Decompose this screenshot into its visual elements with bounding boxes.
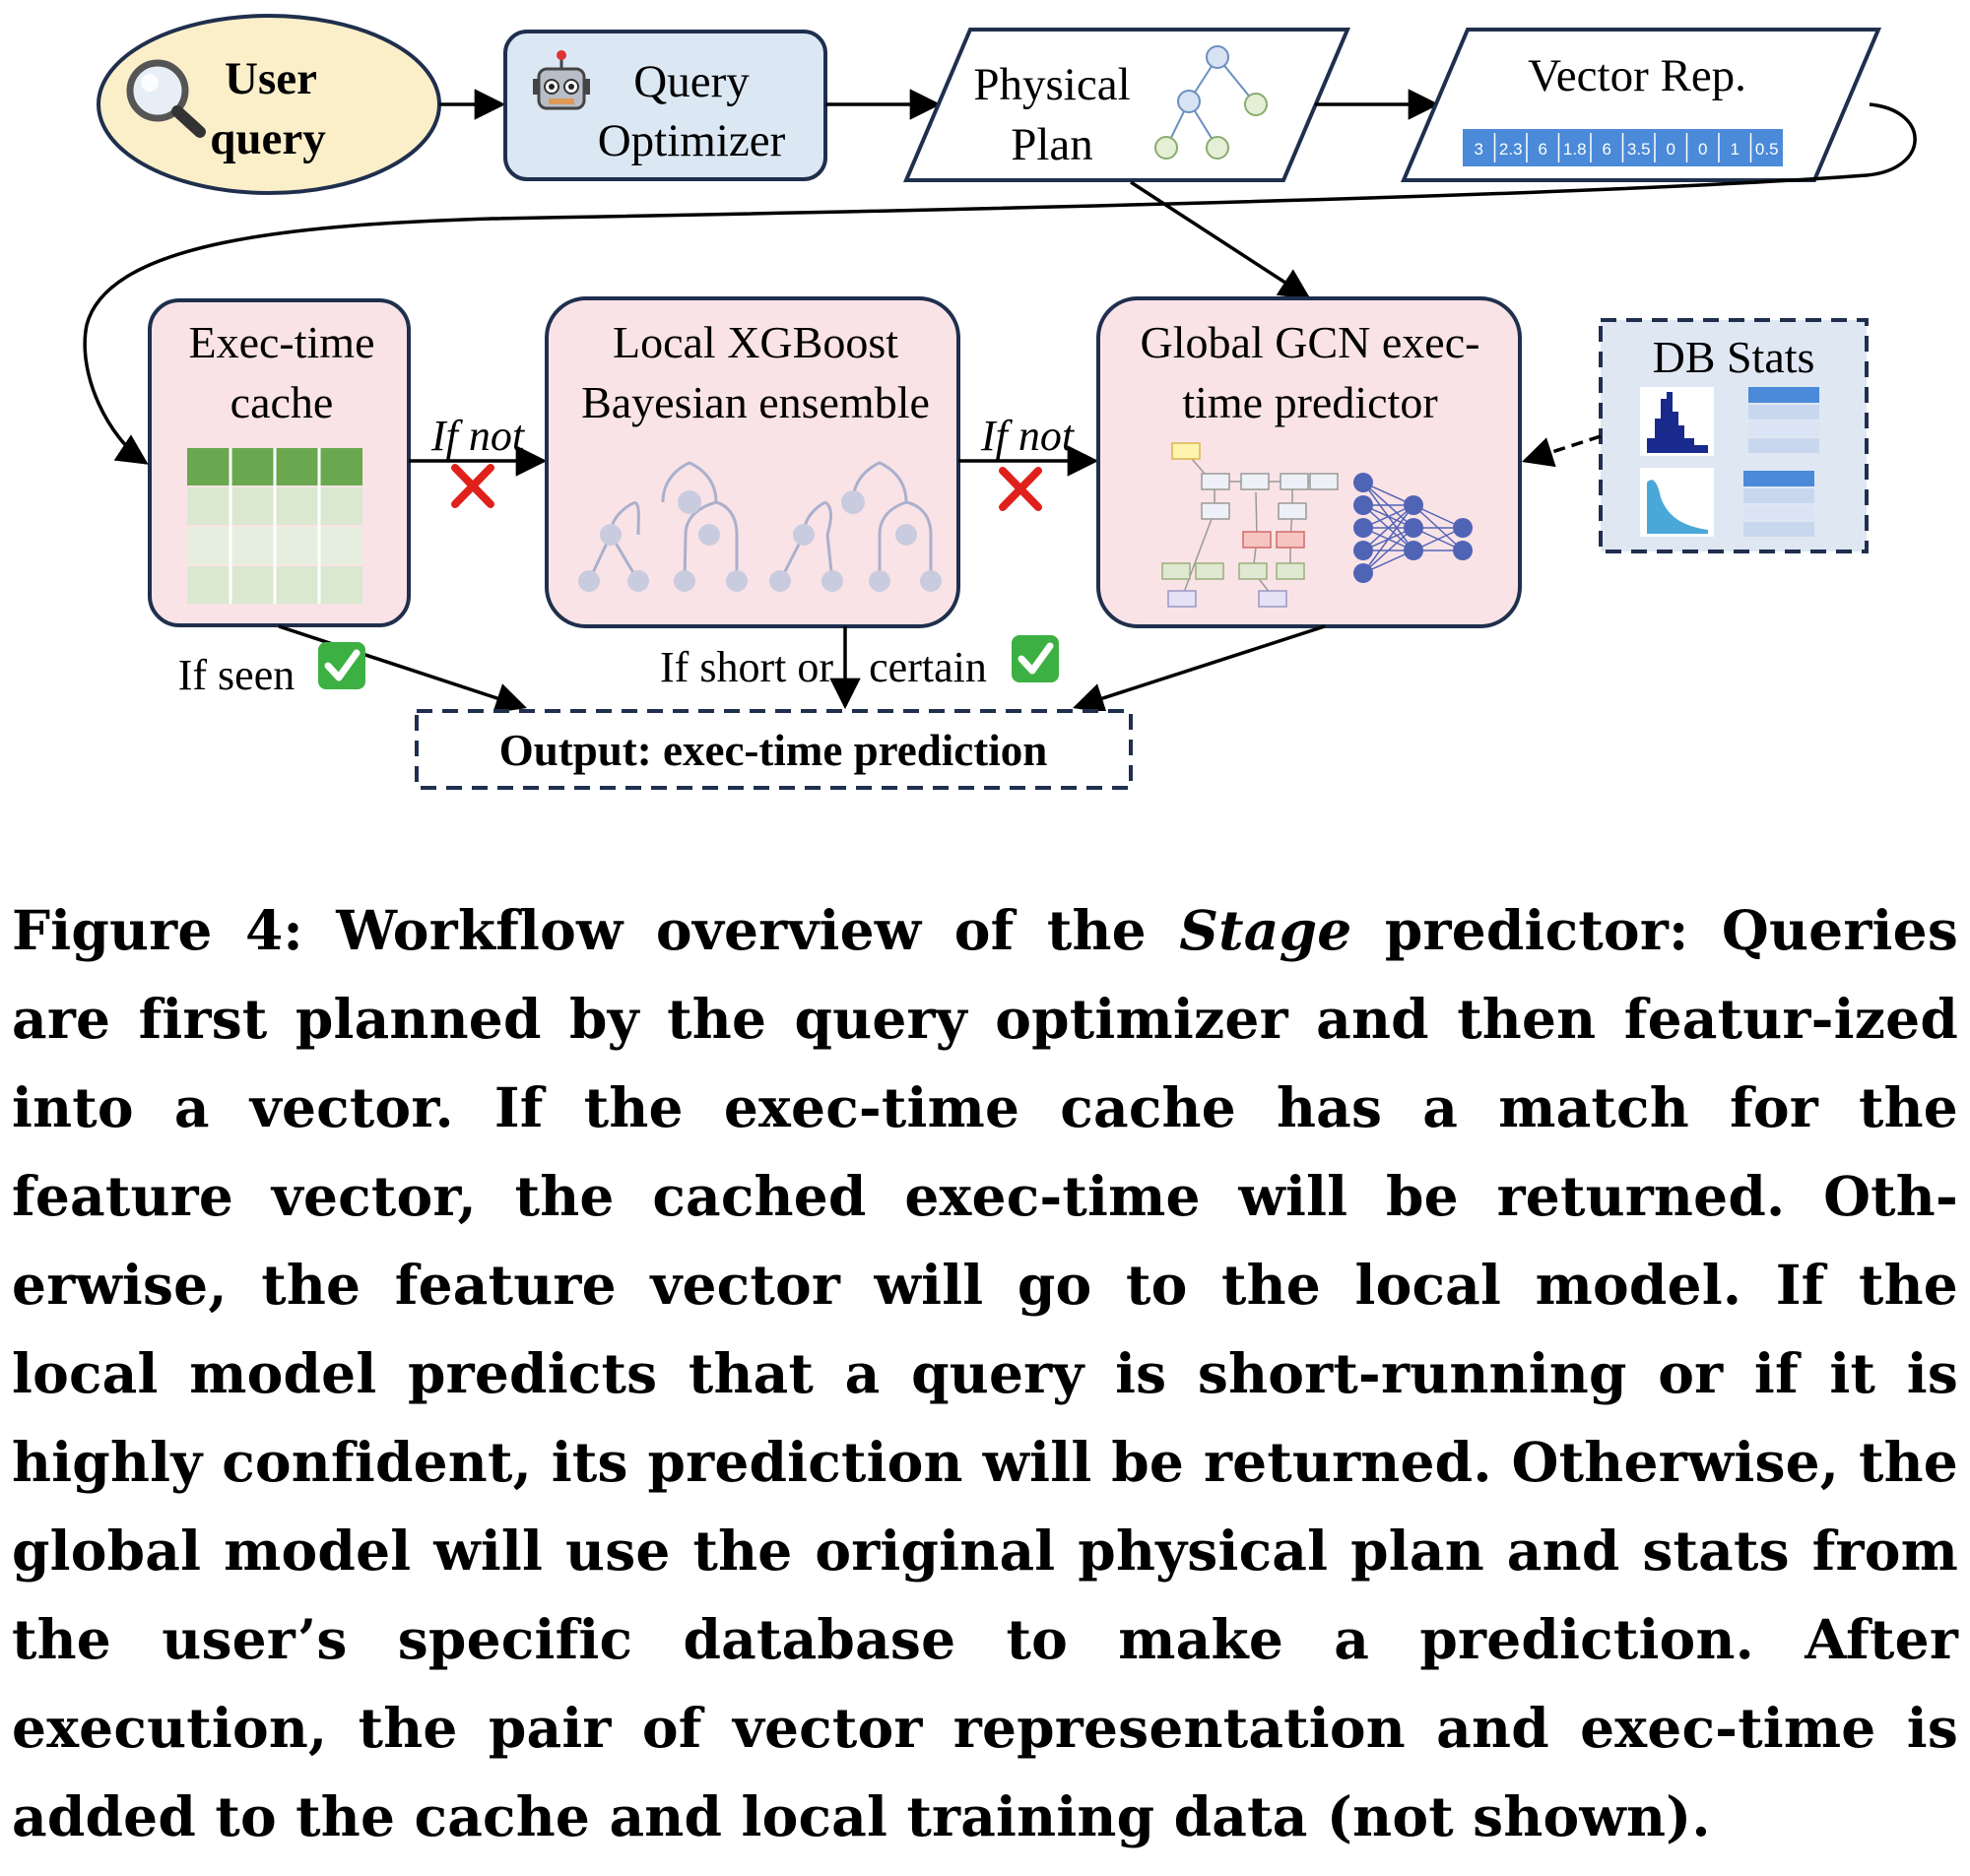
workflow-diagram: User query Query Optimizer Physical Plan <box>83 14 1917 790</box>
vector-cell-value: 1.8 <box>1563 140 1587 159</box>
cross-icon-1 <box>451 464 494 508</box>
nn-edge <box>1362 527 1414 574</box>
robot-icon <box>533 50 590 110</box>
certain-label: certain <box>869 643 987 691</box>
local-label-1: Local XGBoost <box>613 317 898 367</box>
if-short-label: If short or <box>660 643 833 691</box>
figure-caption: Figure 4: Workflow overview of the Stage… <box>12 886 1958 1861</box>
vector-cell-value: 3.5 <box>1627 140 1651 159</box>
vector-cell-value: 3 <box>1475 140 1483 159</box>
caption-body: predictor: Queries are first planned by … <box>12 898 1959 1848</box>
nn-edge <box>1362 504 1414 551</box>
cross-icon-2 <box>999 467 1042 511</box>
arrow-cache-to-output <box>278 624 527 714</box>
if-not-label-2: If not <box>980 412 1076 460</box>
query-optimizer-node: Query Optimizer <box>503 30 827 181</box>
arrow-vector-to-cache <box>83 102 1917 465</box>
stats-table-icon <box>1743 387 1819 537</box>
plan-label-2: Plan <box>1011 119 1093 170</box>
output-node: Output: exec-time prediction <box>415 709 1133 790</box>
db-stats-title: DB Stats <box>1653 332 1815 382</box>
user-query-label-2: query <box>210 113 326 164</box>
histogram-icon <box>1640 387 1714 537</box>
check-icon-2 <box>1012 635 1059 682</box>
vector-cell-value: 0.5 <box>1755 140 1779 159</box>
optimizer-label-2: Optimizer <box>598 115 786 166</box>
local-model-node: Local XGBoost Bayesian ensemble <box>545 296 960 628</box>
nn-neuron <box>1353 473 1373 492</box>
local-label-2: Bayesian ensemble <box>581 377 930 427</box>
vector-cell-value: 6 <box>1603 140 1611 159</box>
if-seen-label: If seen <box>178 651 296 699</box>
nn-neuron <box>1453 518 1473 538</box>
global-label-2: time predictor <box>1182 377 1437 427</box>
nn-neuron <box>1453 541 1473 560</box>
physical-plan-node: Physical Plan <box>902 28 1351 182</box>
nn-edge <box>1362 504 1414 574</box>
tree-nodes <box>578 490 942 592</box>
global-label-1: Global GCN exec- <box>1141 317 1480 367</box>
nn-neuron <box>1353 495 1373 515</box>
arrow-plan-to-global <box>1130 180 1311 299</box>
arrow-global-to-output <box>1073 624 1326 714</box>
vector-rep-node: Vector Rep. 3 2.3 6 1.8 6 3.5 0 0 1 0.5 <box>1400 28 1882 182</box>
global-model-node: Global GCN exec- time predictor <box>1096 296 1522 628</box>
neural-network-icon <box>1353 473 1473 583</box>
if-not-label-1: If not <box>430 412 526 460</box>
user-query-label-1: User <box>225 53 317 104</box>
caption-emphasis: Stage <box>1179 898 1352 962</box>
arrow-stats-to-global <box>1522 434 1602 468</box>
vector-cell-value: 2.3 <box>1499 140 1523 159</box>
vector-cells: 3 2.3 6 1.8 6 3.5 0 0 1 0.5 <box>1463 129 1783 166</box>
output-label: Output: exec-time prediction <box>499 726 1048 775</box>
db-stats-node: DB Stats <box>1599 318 1869 553</box>
check-icon-1 <box>318 642 365 689</box>
cache-table-icon <box>187 448 362 604</box>
nn-neuron <box>1404 495 1423 515</box>
plan-label-1: Physical <box>973 59 1130 110</box>
nn-neuron <box>1404 541 1423 560</box>
caption-prefix: Figure 4: Workflow overview of the <box>12 898 1180 962</box>
nn-neuron <box>1404 518 1423 538</box>
vector-cell-value: 0 <box>1698 140 1707 159</box>
optimizer-label-1: Query <box>633 56 750 107</box>
nn-neuron <box>1353 518 1373 538</box>
nn-neuron <box>1353 563 1373 583</box>
vector-cell-value: 0 <box>1667 140 1675 159</box>
vector-rep-title: Vector Rep. <box>1528 50 1746 101</box>
cache-label-2: cache <box>230 377 334 427</box>
user-query-node: User query <box>97 14 441 195</box>
vector-cell-value: 1 <box>1731 140 1740 159</box>
magnifier-icon <box>126 59 206 138</box>
cache-label-1: Exec-time <box>188 317 374 367</box>
vector-cell-value: 6 <box>1539 140 1547 159</box>
plan-graph-icon <box>1161 442 1339 608</box>
exec-time-cache-node: Exec-time cache <box>148 298 411 627</box>
nn-neuron <box>1353 541 1373 560</box>
